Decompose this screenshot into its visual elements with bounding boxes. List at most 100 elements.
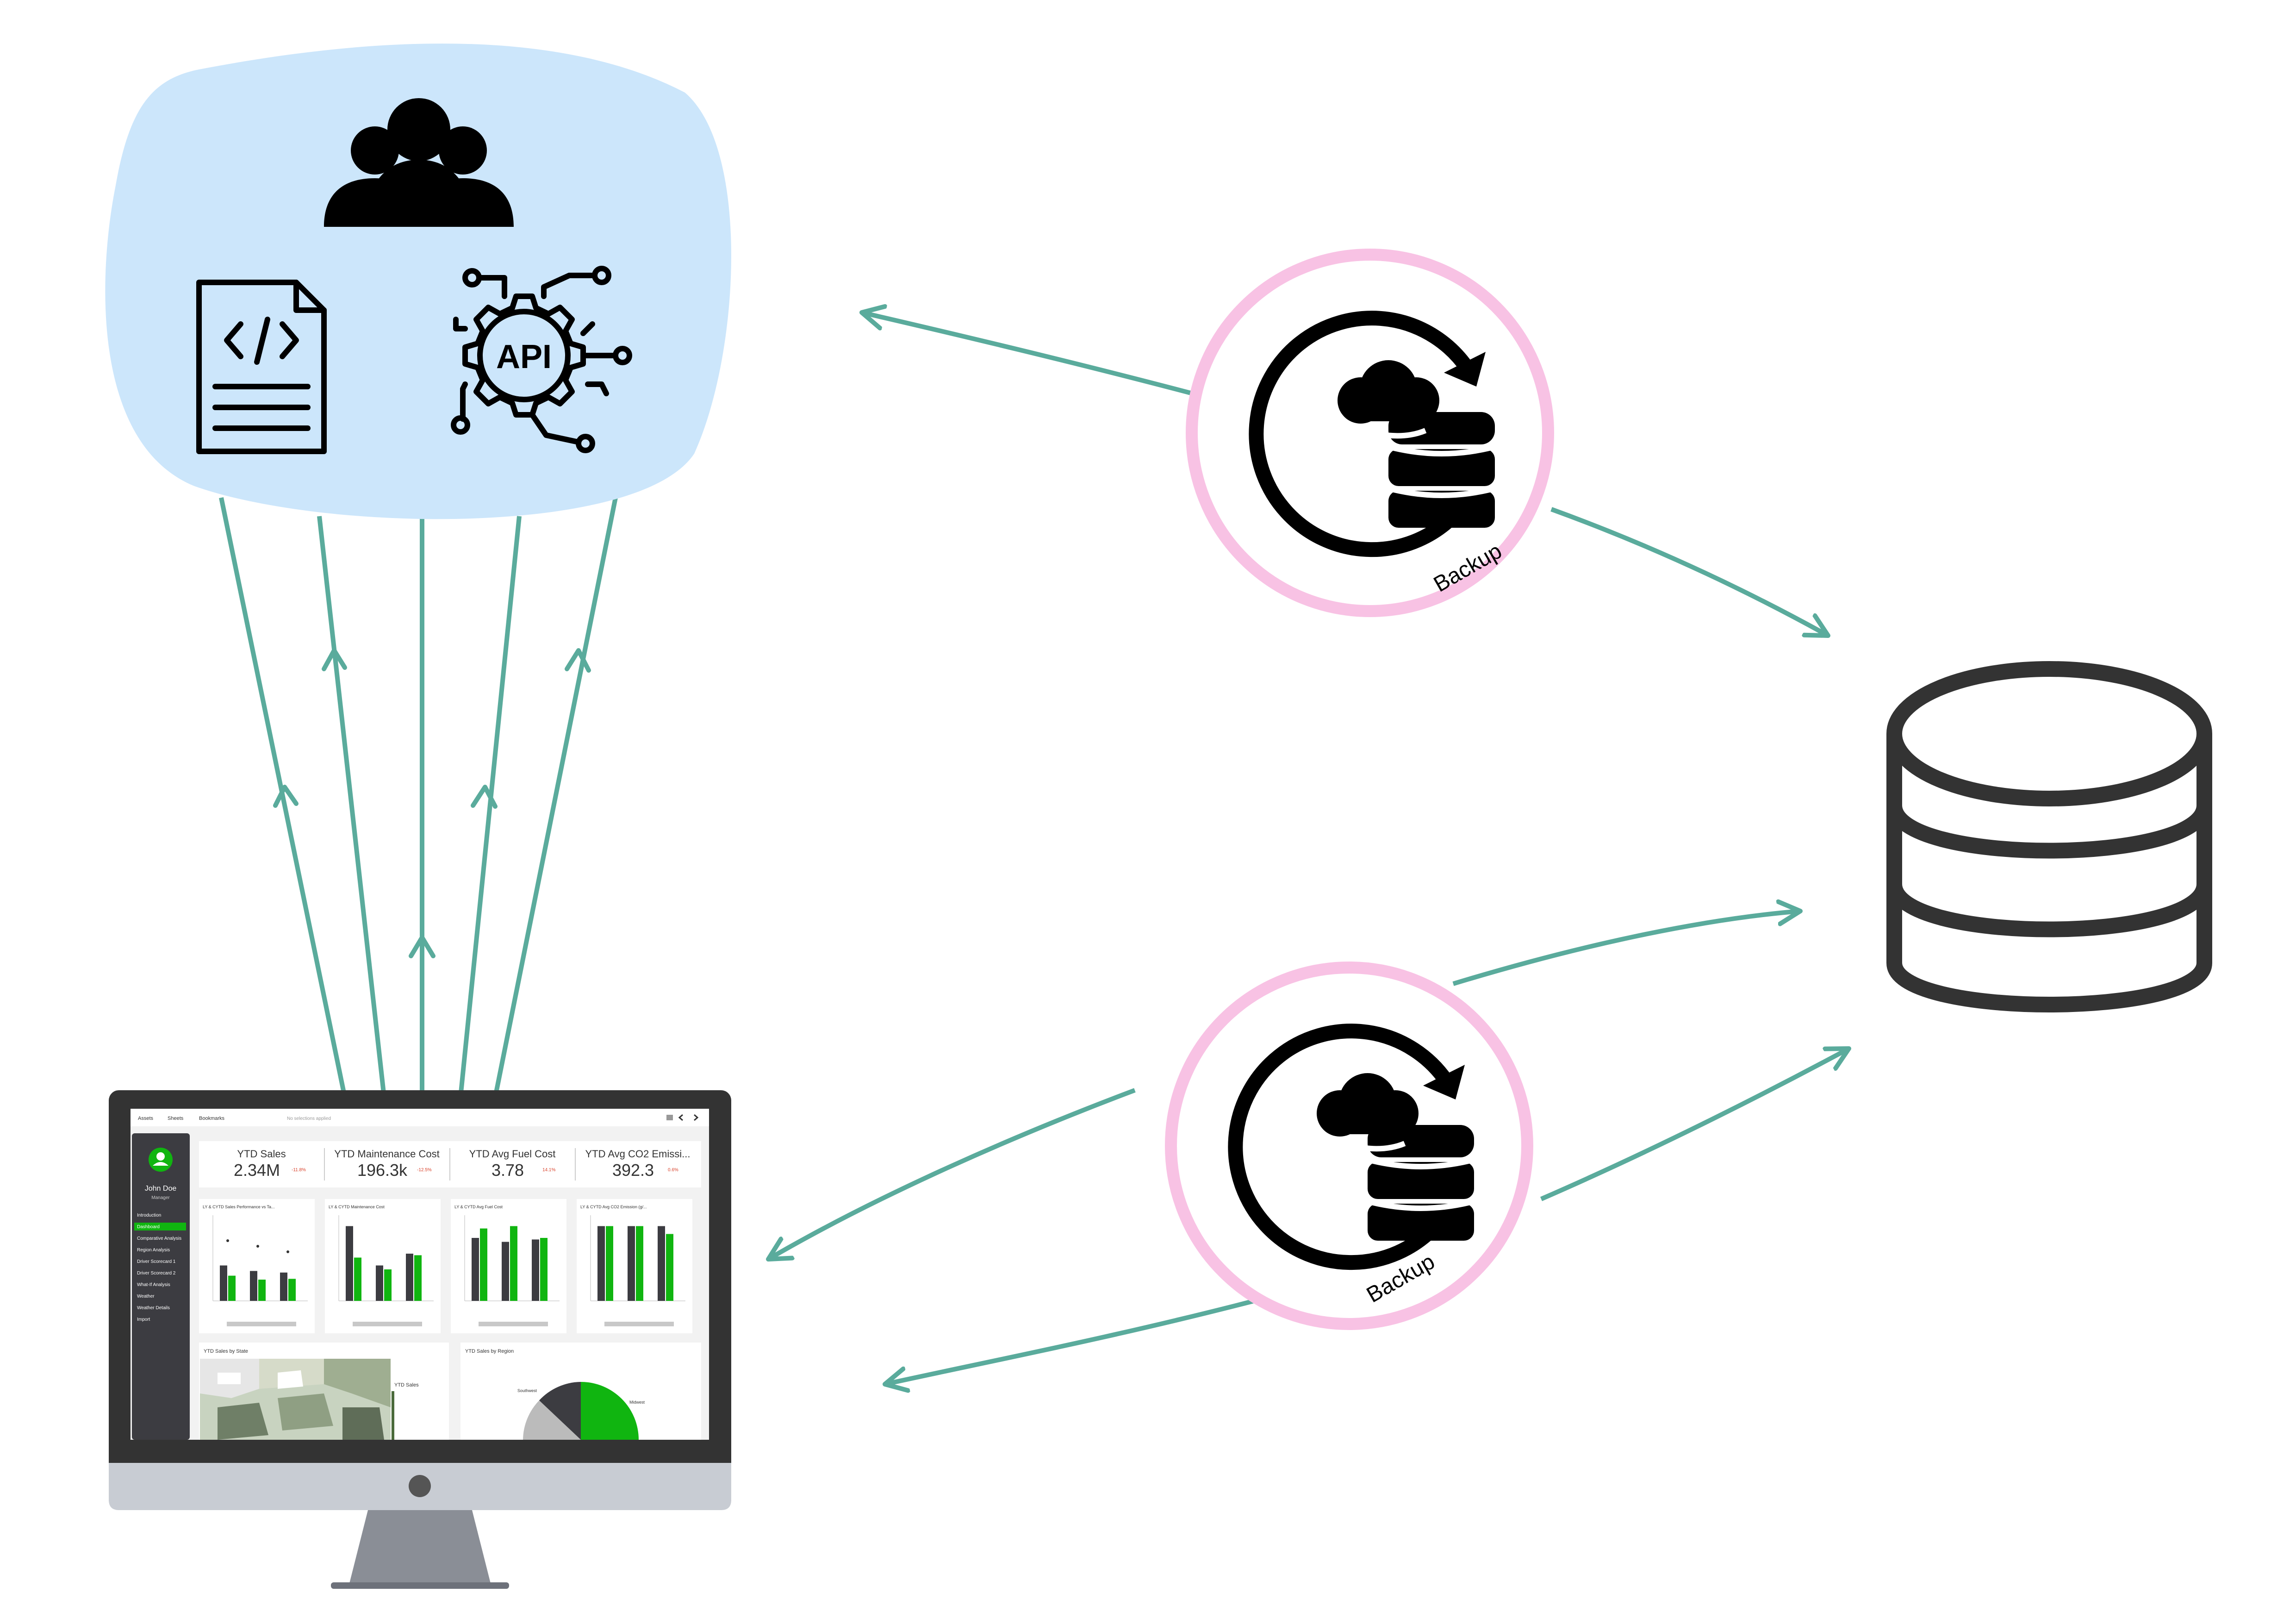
kpi-delta: -11.8% xyxy=(292,1168,306,1173)
chart-bar xyxy=(280,1272,287,1301)
sidebar-item[interactable]: Region Analysis xyxy=(137,1248,170,1253)
kpi-delta: -12.5% xyxy=(417,1168,432,1173)
connector-arrow xyxy=(1452,911,1800,986)
dashboard-screen: Assets Sheets Bookmarks No selections ap… xyxy=(131,1109,709,1445)
sidebar-item[interactable]: Import xyxy=(137,1317,150,1322)
sidebar-item[interactable]: What-If Analysis xyxy=(137,1282,170,1287)
chart-scrollbar[interactable] xyxy=(353,1322,422,1326)
sidebar-item[interactable]: Dashboard xyxy=(137,1224,160,1230)
chart-bar xyxy=(384,1269,392,1301)
chevron-left-icon[interactable] xyxy=(678,1114,683,1121)
chart-scrollbar[interactable] xyxy=(227,1322,296,1326)
kpi-value: 196.3k xyxy=(357,1161,408,1180)
kpi-label: YTD Avg Fuel Cost xyxy=(469,1148,556,1160)
user-name: John Doe xyxy=(145,1185,177,1193)
chart-bar xyxy=(540,1238,548,1301)
kpi-label: YTD Sales xyxy=(237,1148,286,1160)
chart-bar xyxy=(414,1255,422,1301)
connector-arrow xyxy=(885,1299,1255,1384)
chart-bar xyxy=(636,1226,643,1301)
api-gear-icon: API xyxy=(451,266,632,453)
chart-scrollbar[interactable] xyxy=(479,1322,548,1326)
chart-bar xyxy=(606,1226,613,1301)
map-legend-title: YTD Sales xyxy=(394,1382,419,1388)
topbar-item-sheets[interactable]: Sheets xyxy=(168,1116,184,1121)
database-icon xyxy=(1886,661,2212,1012)
chart-bar xyxy=(376,1265,383,1301)
connector-line xyxy=(317,516,386,1098)
api-label: API xyxy=(496,338,552,375)
chart-bar xyxy=(628,1226,635,1301)
chart-bar xyxy=(510,1226,517,1301)
map-legend-bar xyxy=(392,1391,394,1440)
arrow-up-icon xyxy=(322,648,347,671)
backup-node-bottom: Backup xyxy=(1165,962,1533,1330)
users-icon xyxy=(324,98,514,227)
selection-status[interactable]: No selections applied xyxy=(287,1116,331,1121)
chart-bar xyxy=(532,1239,539,1301)
chart-bar xyxy=(597,1226,605,1301)
connector-line xyxy=(493,497,618,1098)
arrow-up-icon xyxy=(565,648,591,673)
chart-card-title: LY & CYTD Maintenance Cost xyxy=(329,1205,385,1209)
chart-bar xyxy=(346,1226,353,1301)
chart-bar xyxy=(220,1265,227,1301)
chart-bar xyxy=(258,1280,266,1301)
kpi-value: 3.78 xyxy=(492,1161,524,1180)
map-panel-title: YTD Sales by State xyxy=(204,1349,248,1354)
chart-card-title: LY & CYTD Sales Performance vs Ta... xyxy=(203,1205,275,1209)
connector-arrow xyxy=(1550,507,1828,636)
kpi-delta: 0.6% xyxy=(668,1168,678,1173)
toolbar-icon[interactable] xyxy=(666,1115,673,1120)
chart-bar xyxy=(288,1279,296,1301)
chevron-right-icon[interactable] xyxy=(694,1114,699,1121)
pie-panel-title: YTD Sales by Region xyxy=(465,1349,514,1354)
sidebar-item-active-bg xyxy=(134,1223,186,1230)
target-point xyxy=(256,1245,259,1248)
code-document-icon xyxy=(196,280,327,454)
kpi-value: 392.3 xyxy=(612,1161,654,1180)
sidebar-item[interactable]: Weather Details xyxy=(137,1305,170,1311)
chart-bar xyxy=(472,1238,479,1301)
kpi-value: 2.34M xyxy=(234,1161,280,1180)
chart-bar xyxy=(480,1228,487,1301)
chart-bar xyxy=(354,1257,361,1301)
sidebar-item[interactable]: Comparative Analysis xyxy=(137,1236,181,1241)
sidebar-item[interactable]: Introduction xyxy=(137,1213,161,1218)
kpi-delta: 14.1% xyxy=(542,1168,555,1173)
chart-bar xyxy=(666,1234,673,1301)
chart-card: LY & CYTD Sales Performance vs Ta... xyxy=(199,1199,315,1333)
target-point xyxy=(226,1239,229,1242)
chart-bar xyxy=(228,1275,236,1301)
sidebar-item[interactable]: Driver Scorecard 2 xyxy=(137,1271,176,1276)
backup-node-top: Backup xyxy=(1186,249,1554,617)
arrow-up-icon xyxy=(471,785,498,809)
chart-scrollbar[interactable] xyxy=(604,1322,674,1326)
connector-line xyxy=(458,516,522,1098)
sidebar-item[interactable]: Weather xyxy=(137,1294,155,1299)
chart-card: LY & CYTD Avg CO2 Emission (g/... xyxy=(577,1199,692,1333)
connector-line xyxy=(219,497,347,1098)
pie-label-midwest: Midwest xyxy=(629,1400,645,1405)
chart-card-title: LY & CYTD Avg CO2 Emission (g/... xyxy=(580,1205,647,1209)
pie-label-southwest: Southwest xyxy=(517,1388,537,1393)
target-point xyxy=(286,1250,289,1253)
sidebar-item[interactable]: Driver Scorecard 1 xyxy=(137,1259,176,1264)
topbar-item-bookmarks[interactable]: Bookmarks xyxy=(199,1116,225,1121)
arrow-up-icon xyxy=(409,935,436,958)
topbar-item-assets[interactable]: Assets xyxy=(138,1116,154,1121)
pie-chart xyxy=(523,1382,639,1440)
connector-arrow xyxy=(1540,1049,1849,1201)
connectors xyxy=(219,312,1849,1384)
chart-card: LY & CYTD Avg Fuel Cost xyxy=(451,1199,566,1333)
us-map xyxy=(200,1359,391,1440)
kpi-label: YTD Avg CO2 Emissi... xyxy=(585,1148,691,1160)
chart-card: LY & CYTD Maintenance Cost xyxy=(325,1199,441,1333)
client-cloud xyxy=(105,44,732,519)
arrow-up-icon xyxy=(273,785,299,808)
connector-arrow xyxy=(768,1088,1136,1259)
chart-bar xyxy=(658,1226,665,1301)
user-role: Manager xyxy=(151,1195,170,1200)
connector-arrow xyxy=(862,312,1199,397)
